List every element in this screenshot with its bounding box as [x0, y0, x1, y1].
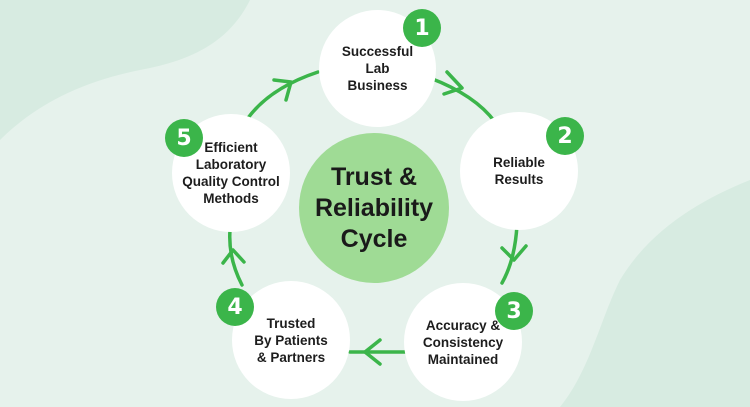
cycle-step-4: Trusted By Patients & Partners — [232, 281, 350, 399]
cycle-step-1-label: Successful Lab Business — [341, 44, 414, 93]
cycle-arc-1-2 — [428, 76, 497, 124]
step-2-number: 2 — [557, 123, 573, 149]
cycle-step-2-label: Reliable Results — [493, 155, 545, 187]
step-2-number-badge: 2 — [546, 117, 584, 155]
step-5-number-badge: 5 — [165, 119, 203, 157]
cycle-step-2: Reliable Results — [460, 112, 578, 230]
background-blob-right — [560, 180, 750, 407]
cycle-arc-4-5 — [228, 228, 244, 287]
cycle-step-4-label: Trusted By Patients & Partners — [254, 315, 328, 365]
step-1-number: 1 — [414, 15, 430, 41]
cycle-center: Trust & Reliability Cycle — [299, 133, 449, 283]
step-1-number-badge: 1 — [403, 9, 441, 47]
step-4-number-badge: 4 — [216, 288, 254, 326]
step-3-number-badge: 3 — [495, 292, 533, 330]
arrowhead-3-4 — [363, 338, 382, 366]
cycle-center-label: Trust & Reliability Cycle — [314, 162, 434, 253]
step-5-number: 5 — [176, 125, 192, 151]
cycle-arc-5-1 — [246, 70, 320, 120]
step-4-number: 4 — [227, 294, 243, 320]
step-3-number: 3 — [506, 298, 522, 324]
background-blob-left — [0, 0, 250, 140]
cycle-step-5-label: Efficient Laboratory Quality Control Met… — [182, 140, 280, 206]
arrowhead-5-1 — [272, 78, 293, 102]
arrowhead-2-3 — [500, 244, 528, 262]
arrowhead-4-5 — [221, 248, 246, 265]
cycle-step-3-label: Accuracy & Consistency Maintained — [422, 317, 504, 367]
arrowhead-1-2 — [442, 70, 464, 96]
